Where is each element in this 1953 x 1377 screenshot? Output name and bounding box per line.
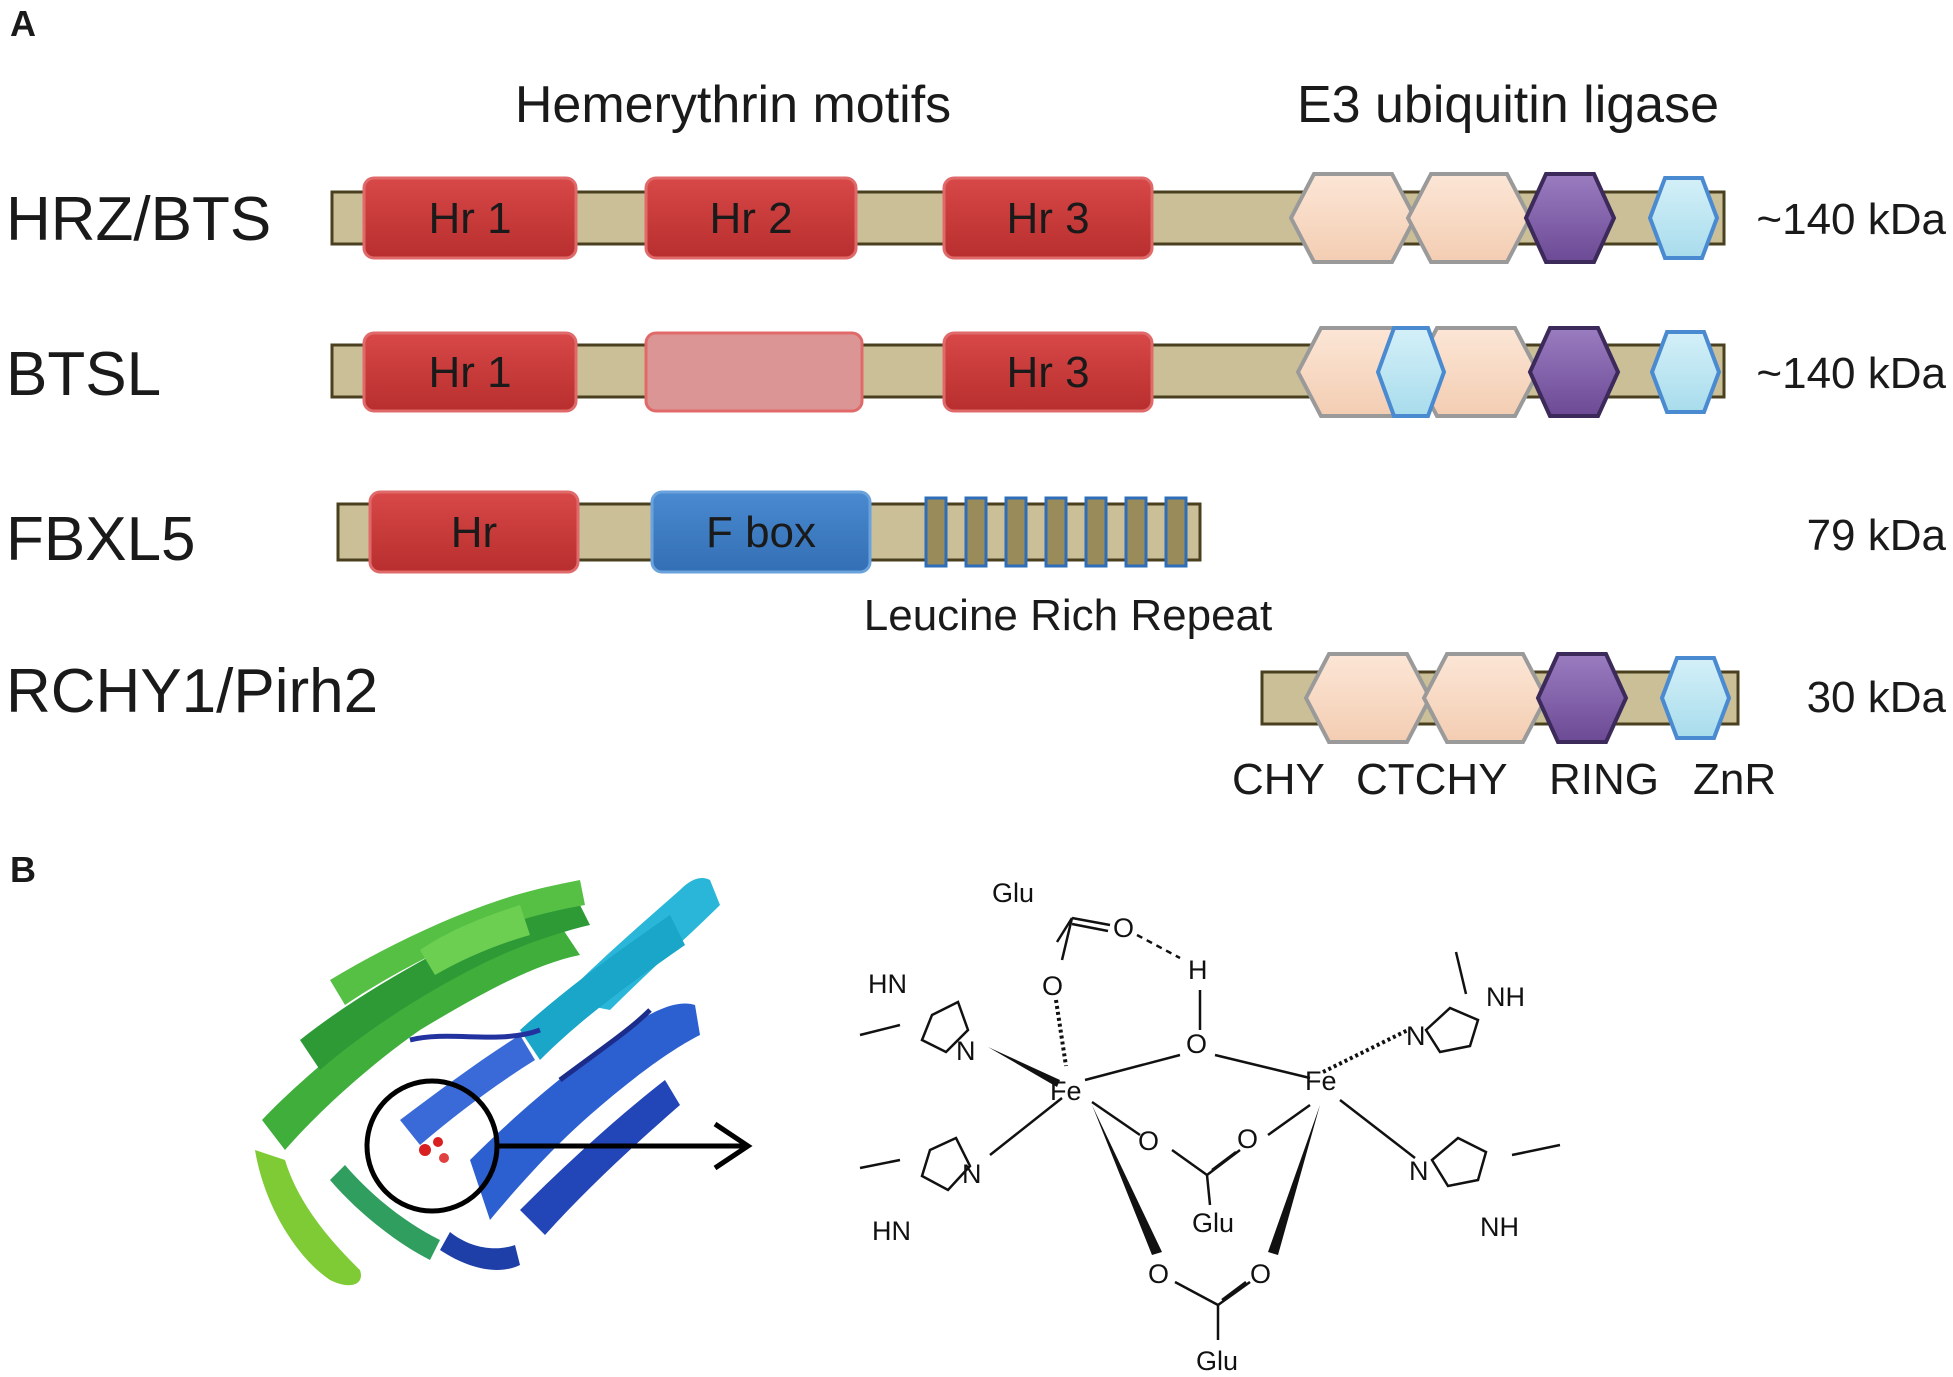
hr-motif-3: Hr 3 [942, 331, 1154, 413]
h-bridge: H [1188, 955, 1208, 985]
hr-motif-3: Hr 3 [942, 176, 1154, 260]
ring-domain-icon [1527, 326, 1621, 418]
f-box-domain: F box [650, 490, 872, 574]
o-top: O [1113, 913, 1134, 943]
protein-name: FBXL5 [6, 505, 196, 574]
protein-row-hrz-bts: HRZ/BTS Hr 1 Hr 2 Hr 3 ~140 kDa [6, 172, 1947, 264]
o-mid-left: O [1138, 1126, 1159, 1156]
o-mid-right: O [1237, 1124, 1258, 1154]
domain-legend: CHY CTCHY RING ZnR [1232, 755, 1776, 804]
panel-label-a: A [10, 3, 36, 44]
znr-domain-icon [1375, 326, 1447, 418]
protein-name: RCHY1/Pirh2 [6, 657, 378, 726]
ctchy-domain-icon [1421, 652, 1549, 744]
protein-name: HRZ/BTS [6, 185, 271, 254]
ctchy-domain-icon [1405, 172, 1533, 264]
glu-top: Glu [992, 878, 1034, 908]
o-bottom-right: O [1250, 1259, 1271, 1289]
chem-atom-labels: Glu O H O O Fe Fe O O Glu O O Glu HN N N… [868, 878, 1525, 1376]
svg-text:F box: F box [706, 508, 816, 557]
hr-motif-2-degenerate [644, 331, 864, 413]
n-left-top: N [956, 1036, 976, 1066]
hr-motif-1: Hr 1 [362, 331, 578, 413]
hr-motif-2: Hr 2 [644, 176, 858, 260]
protein-row-rchy1-pirh2: RCHY1/Pirh2 30 kDa CHY CTCHY RING ZnR [6, 652, 1947, 804]
ring-domain-icon [1523, 172, 1617, 264]
legend-ring: RING [1549, 755, 1659, 804]
arrow-right-icon [497, 1121, 753, 1171]
legend-ctchy: CTCHY [1356, 755, 1508, 804]
protein-name: BTSL [6, 340, 161, 409]
hn-left-bottom: HN [872, 1216, 911, 1246]
svg-text:Hr 3: Hr 3 [1006, 194, 1089, 243]
protein-row-btsl: BTSL Hr 1 Hr 3 ~140 kDa [6, 326, 1947, 418]
glu-mid: Glu [1192, 1208, 1234, 1238]
legend-chy: CHY [1232, 755, 1325, 804]
svg-text:Hr 1: Hr 1 [428, 348, 511, 397]
hr-motif-1: Hr 1 [362, 176, 578, 260]
o-left-top: O [1042, 971, 1063, 1001]
hr-motif: Hr [368, 490, 580, 574]
svg-text:Hr 3: Hr 3 [1006, 348, 1089, 397]
znr-domain-icon [1647, 176, 1720, 260]
o-hydroxo: O [1186, 1029, 1207, 1059]
glu-bottom: Glu [1196, 1346, 1238, 1376]
hn-left-top: HN [868, 969, 907, 999]
leucine-rich-repeats [924, 496, 1188, 568]
fe-right: Fe [1305, 1066, 1337, 1096]
protein-size: 79 kDa [1807, 511, 1947, 560]
protein-row-fbxl5: FBXL5 Hr F box Leucine Rich Repeat 79 kD… [6, 490, 1947, 640]
znr-domain-icon [1649, 330, 1722, 414]
svg-text:Hr: Hr [451, 508, 497, 557]
diiron-center-structure [859, 916, 1561, 1340]
chy-domain-icon [1288, 172, 1418, 264]
protein-size: ~140 kDa [1756, 195, 1946, 244]
nh-right-top: NH [1486, 982, 1525, 1012]
chy-domain-icon [1303, 652, 1433, 744]
nh-right-bottom: NH [1480, 1212, 1519, 1242]
n-right-bottom: N [1409, 1156, 1429, 1186]
header-e3-ubiquitin-ligase: E3 ubiquitin ligase [1297, 76, 1719, 134]
o-bottom-left: O [1148, 1259, 1169, 1289]
protein-size: ~140 kDa [1756, 349, 1946, 398]
header-hemerythrin-motifs: Hemerythrin motifs [515, 76, 951, 134]
protein-size: 30 kDa [1807, 673, 1947, 722]
lrr-label: Leucine Rich Repeat [864, 591, 1272, 640]
fe-left: Fe [1050, 1076, 1082, 1106]
svg-text:Hr 1: Hr 1 [428, 194, 511, 243]
znr-domain-icon [1659, 656, 1732, 740]
n-left-bottom: N [962, 1159, 982, 1189]
ring-domain-icon [1535, 652, 1629, 744]
svg-text:Hr 2: Hr 2 [709, 194, 792, 243]
protein-ribbon-icon [255, 878, 720, 1286]
legend-znr: ZnR [1693, 755, 1776, 804]
panel-label-b: B [10, 849, 36, 890]
n-right-top: N [1406, 1021, 1426, 1051]
